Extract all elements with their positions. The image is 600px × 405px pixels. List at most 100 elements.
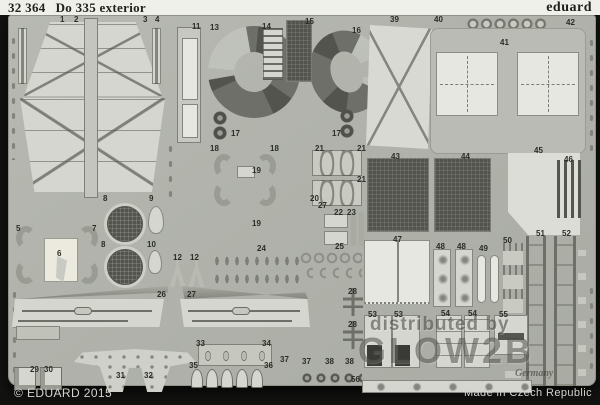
grommet-pair-17	[212, 110, 228, 140]
door-dashed-hline	[521, 84, 575, 85]
slot-strip-right	[152, 28, 161, 84]
part-label-18: 18	[270, 144, 279, 153]
part-label-17: 17	[332, 129, 341, 138]
cone-row-35-36	[190, 368, 272, 389]
strip-56	[362, 380, 532, 393]
droplet-column	[10, 288, 19, 376]
panel-53	[392, 315, 420, 368]
part-label-21: 21	[357, 175, 366, 184]
part-label-8: 8	[101, 240, 106, 249]
angle-plate-29	[14, 367, 36, 390]
part-label-9: 9	[149, 194, 154, 203]
disc-grid	[108, 207, 142, 241]
dark-insert	[367, 345, 382, 366]
part-label-48: 48	[436, 242, 445, 251]
part-label-1: 1	[60, 15, 65, 24]
teardrop-part-9	[148, 206, 164, 234]
part-label-46: 46	[564, 155, 573, 164]
part-label-19: 19	[252, 166, 261, 175]
slot	[477, 255, 486, 303]
door-plate-47	[364, 240, 430, 304]
yoke-box	[312, 180, 362, 206]
door-split-line	[397, 241, 399, 302]
flap-foot	[16, 326, 60, 340]
frame-slot	[182, 38, 198, 100]
part-label-27: 27	[318, 201, 327, 210]
part-label-38: 38	[325, 357, 334, 366]
part-label-6: 6	[57, 249, 62, 258]
panel-54	[436, 315, 462, 368]
droplet-column	[587, 36, 596, 154]
part-label-33: 33	[196, 339, 205, 348]
grommet-row-37-38	[300, 365, 362, 391]
part-label-41: 41	[500, 38, 509, 47]
plate-22	[324, 214, 348, 228]
part-label-5: 5	[16, 224, 21, 233]
s-clip-row-25	[300, 251, 362, 285]
part-label-44: 44	[461, 152, 470, 161]
flap-rod	[192, 320, 292, 322]
pin-rows-19-24	[212, 252, 304, 288]
frame-part-11	[177, 27, 201, 143]
droplet-column	[587, 284, 596, 376]
header-title: 32 364 Do 335 exterior	[8, 0, 146, 16]
strip-48	[455, 249, 473, 307]
part-label-2: 2	[74, 15, 79, 24]
grommet-pair-17	[339, 108, 355, 138]
angle-plate-30	[40, 367, 62, 390]
part-label-34: 34	[262, 339, 271, 348]
part-label-21: 21	[357, 144, 366, 153]
tab-column	[578, 250, 586, 376]
part-label-32: 32	[144, 371, 153, 380]
slot-strip-left	[18, 28, 27, 84]
part-label-49: 49	[479, 244, 488, 253]
cone-part	[236, 369, 248, 388]
part-label-38: 38	[345, 357, 354, 366]
hook-part-5	[16, 226, 36, 250]
part-label-36: 36	[264, 361, 273, 370]
part-label-37: 37	[302, 357, 311, 366]
hook-cluster-5-7	[14, 222, 102, 290]
part-label-15: 15	[305, 17, 314, 26]
part-label-54: 54	[441, 309, 450, 318]
part-label-22: 22	[334, 208, 343, 217]
part-label-29: 29	[30, 365, 39, 374]
part-label-43: 43	[391, 152, 400, 161]
part-label-28: 28	[348, 320, 357, 329]
catalog-number: 32 364	[8, 0, 46, 15]
slot	[490, 255, 499, 303]
part-label-12: 12	[173, 253, 182, 262]
part-label-48: 48	[457, 242, 466, 251]
wing-center-spar	[84, 18, 98, 198]
cone-part	[221, 369, 233, 388]
brand-logo: eduard	[546, 0, 592, 15]
cone-part	[251, 369, 263, 388]
part-label-35: 35	[189, 361, 198, 370]
part-label-52: 52	[562, 229, 571, 238]
part-label-56: 56	[351, 375, 360, 384]
made-in-text: Made in Czech Republic	[463, 387, 592, 399]
teardrop-part-9	[148, 250, 162, 274]
part-label-39: 39	[390, 15, 399, 24]
part-label-4: 4	[155, 15, 160, 24]
part-label-51: 51	[536, 229, 545, 238]
part-label-24: 24	[257, 244, 266, 253]
panel-53	[364, 315, 392, 368]
tool-part-23	[359, 212, 364, 246]
mesh-panel-44	[434, 158, 491, 232]
rail-part-52	[554, 236, 576, 386]
yoke-box	[312, 150, 362, 176]
part-label-16: 16	[352, 26, 361, 35]
flap-assembly-26	[12, 286, 170, 342]
part-label-8: 8	[103, 194, 108, 203]
x-brace-panel-39	[366, 25, 432, 149]
part-label-53: 53	[394, 310, 403, 319]
part-label-45: 45	[534, 146, 543, 155]
part-label-50: 50	[503, 236, 512, 245]
part-label-37: 37	[280, 355, 289, 364]
rail-part-46	[557, 160, 583, 218]
door-dashed-hline	[440, 84, 494, 85]
strip-48	[433, 249, 451, 307]
